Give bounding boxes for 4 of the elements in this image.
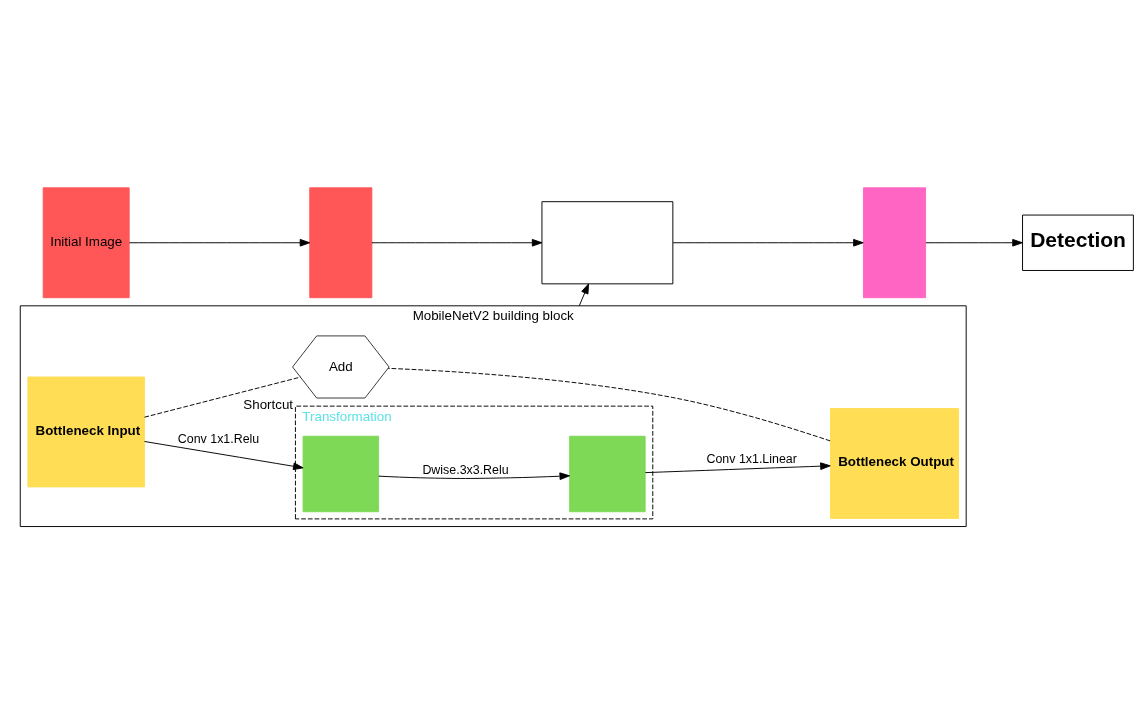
node-label: Shortcut (243, 396, 294, 412)
edge-label: Conv 1x1.Relu (177, 431, 260, 446)
edge-label: Dwise.3x3.Relu (422, 462, 509, 477)
edge-label: Conv 1x1.Linear (706, 451, 797, 466)
